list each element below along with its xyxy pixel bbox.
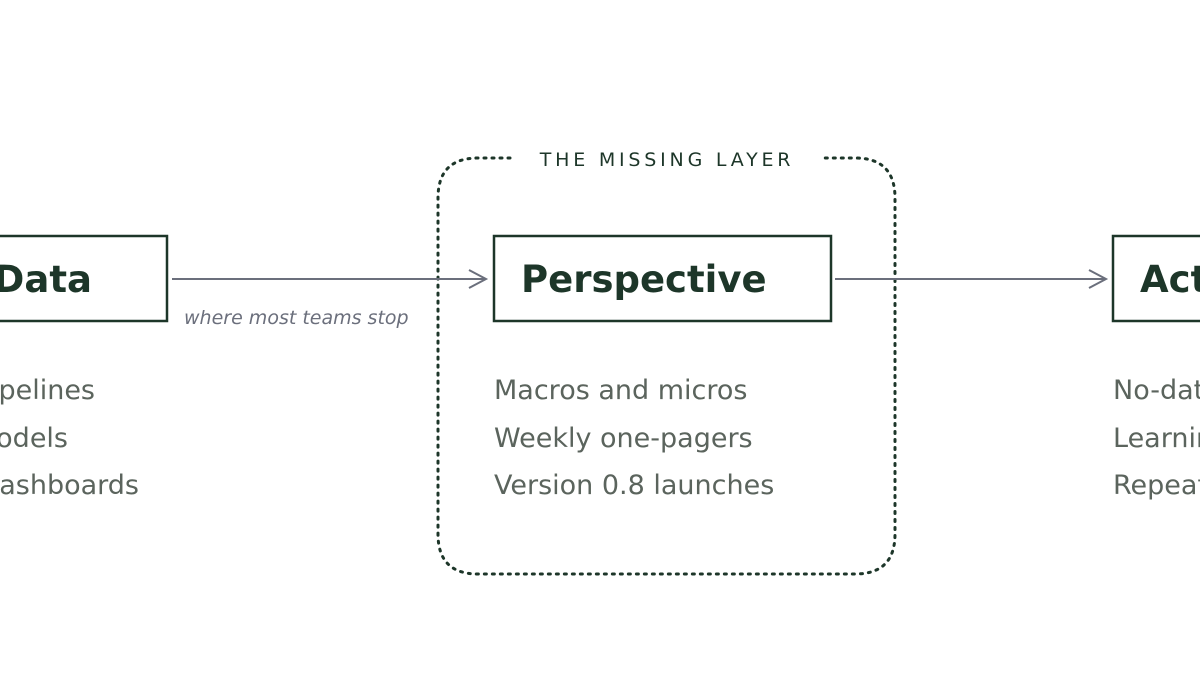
node-data-item-3: Dashboards [0,470,139,501]
missing-layer-group-border [436,156,897,576]
group-label: THE MISSING LAYER [539,149,795,171]
node-action-title: Action [1140,258,1200,301]
node-data: Data Pipelines Models Dashboards [0,234,169,501]
node-data-box [0,234,169,323]
node-perspective-title: Perspective [521,258,767,301]
node-action: Action No-data decisions Learning loops … [1111,234,1200,501]
arrowhead-data-to-perspective [468,269,489,289]
node-perspective-item-1: Macros and micros [494,375,747,406]
node-data-item-2: Models [0,423,68,454]
node-action-item-3: Repeatable wins [1113,470,1200,501]
arrowhead-perspective-to-action [1088,269,1109,289]
node-perspective-item-2: Weekly one-pagers [494,423,753,454]
node-perspective: Perspective Macros and micros Weekly one… [492,234,833,501]
node-perspective-box [492,234,833,323]
edge-note: where most teams stop [184,307,409,329]
node-action-item-2: Learning loops [1113,423,1200,454]
node-data-item-1: Pipelines [0,375,95,406]
node-perspective-item-3: Version 0.8 launches [494,470,774,501]
node-data-title: Data [0,258,92,301]
node-action-item-1: No-data decisions [1113,375,1200,406]
node-action-box [1111,234,1200,323]
